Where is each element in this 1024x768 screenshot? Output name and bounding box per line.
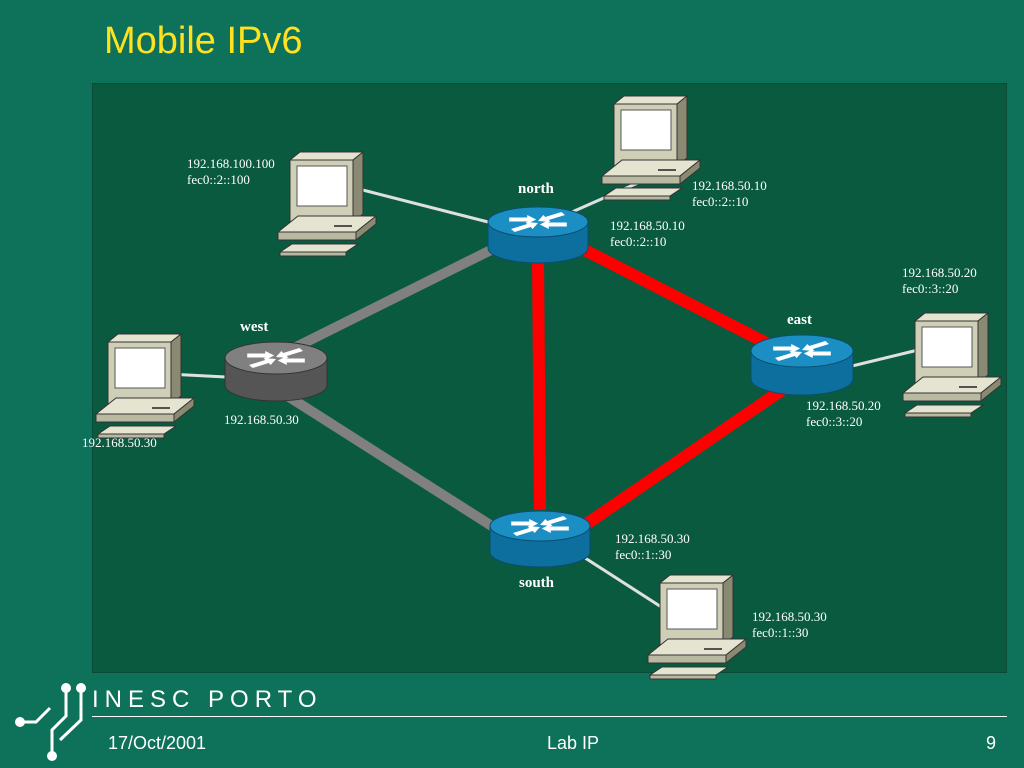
ipv4-address: 192.168.50.10 [610,218,685,233]
router-east[interactable] [750,334,854,396]
link-east-south [581,385,786,530]
host-north-computer-icon[interactable] [601,95,701,201]
ipv6-address: fec0::1::30 [752,625,809,640]
ipv6-address: fec0::1::30 [615,547,672,562]
ipv6-address: fec0::2::100 [187,172,250,187]
router-east-name: east [787,312,812,328]
router-north-address: 192.168.50.10 fec0::2::10 [610,218,685,250]
host-north-address: 192.168.50.10 fec0::2::10 [692,178,767,210]
router-north[interactable] [487,206,589,264]
router-west-address: 192.168.50.30 [224,412,299,428]
host-east-computer-icon[interactable] [902,312,1002,418]
ipv6-address: fec0::3::20 [902,281,959,296]
footer-center: Lab IP [547,733,600,753]
ipv6-address: fec0::2::10 [692,194,749,209]
host-nw-computer-icon[interactable] [277,151,377,257]
cable-host-nw [354,186,493,225]
cable-host-south [581,554,667,612]
footer-date: 17/Oct/2001 [108,733,207,753]
ipv4-address: 192.168.50.30 [615,531,690,546]
router-south-name: south [519,575,555,591]
router-south[interactable] [489,510,591,568]
link-west-south [283,390,501,535]
ipv4-address: 192.168.50.30 [224,412,299,427]
ipv4-address: 192.168.50.30 [82,435,157,450]
ipv6-address: fec0::2::10 [610,234,667,249]
host-east-address: 192.168.50.20 fec0::3::20 [902,265,977,297]
slide-title: Mobile IPv6 [104,20,303,62]
host-south-address: 192.168.50.30 fec0::1::30 [752,609,827,641]
host-west-address: 192.168.50.30 [82,435,157,451]
inesc-logo-icon [15,683,86,761]
link-north-west [283,238,508,357]
brand-name: INESC PORTO [92,686,323,713]
ipv4-address: 192.168.50.30 [752,609,827,624]
page-number: 9 [986,733,997,753]
router-east-address: 192.168.50.20 fec0::3::20 [806,398,881,430]
ipv4-address: 192.168.50.10 [692,178,767,193]
host-west-computer-icon[interactable] [95,333,195,439]
ipv4-address: 192.168.50.20 [806,398,881,413]
host-nw-address: 192.168.100.100 fec0::2::100 [187,156,275,188]
ipv4-address: 192.168.50.20 [902,265,977,280]
ipv6-address: fec0::3::20 [806,414,863,429]
footer-divider [92,716,1007,717]
cable-host-east [851,348,919,368]
link-north-east [572,239,773,351]
ipv4-address: 192.168.100.100 [187,156,275,171]
router-west-name: west [240,319,269,335]
host-south-computer-icon[interactable] [647,574,747,680]
router-south-address: 192.168.50.30 fec0::1::30 [615,531,690,563]
router-north-name: north [518,181,554,197]
link-north-south [532,254,546,511]
router-west[interactable] [224,341,328,402]
